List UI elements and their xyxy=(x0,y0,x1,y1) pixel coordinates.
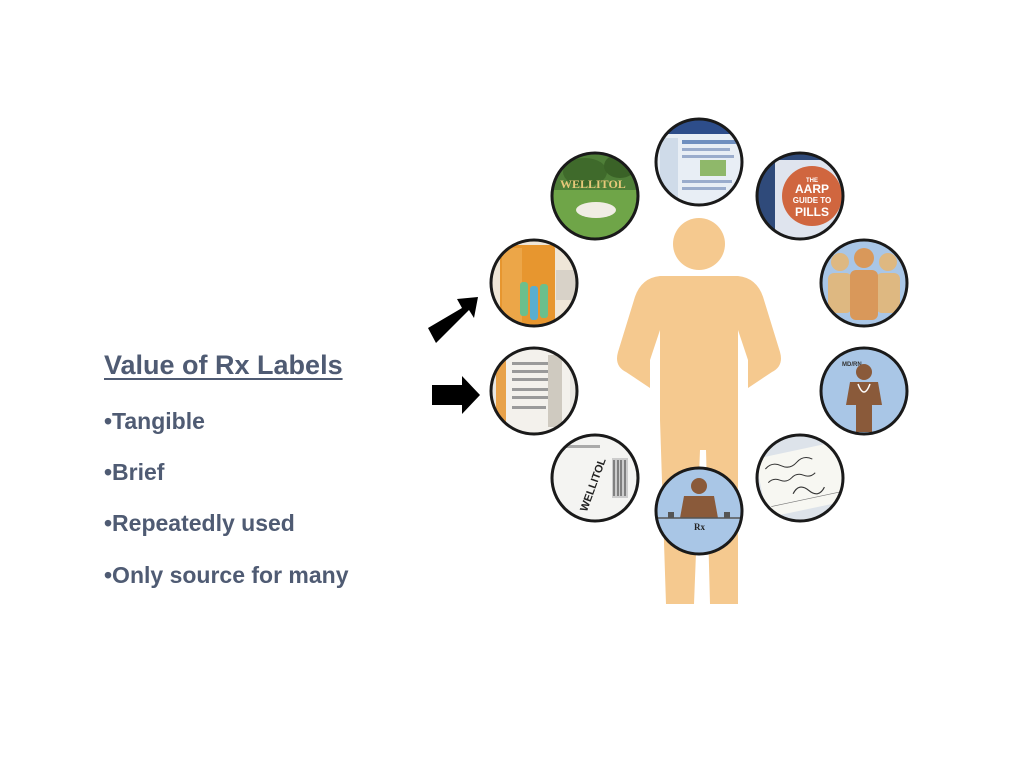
aarp-title-text: AARP xyxy=(795,182,829,196)
bullet-brief: •Brief xyxy=(104,459,165,485)
rx-symbol-text: Rx xyxy=(694,522,705,532)
aarp-the-text: THE xyxy=(806,178,818,184)
wellitol-ad-text: WELLITOL xyxy=(560,177,626,191)
wellitol-leaflet-thumbnail: WELLITOL xyxy=(550,433,640,523)
arrow-diagonal-icon xyxy=(428,297,478,343)
bullet-repeatedly-used: •Repeatedly used xyxy=(104,510,295,536)
handwritten-prescription-thumbnail xyxy=(755,433,845,523)
doctor-thumbnail: MD/RN xyxy=(819,346,909,436)
bullet-tangible: •Tangible xyxy=(104,408,205,434)
aarp-pills-text: PILLS xyxy=(795,205,829,219)
slide-heading: Value of Rx Labels xyxy=(104,350,343,380)
family-group-thumbnail xyxy=(819,238,909,328)
wellitol-ad-thumbnail: WELLITOL xyxy=(550,151,640,241)
aarp-guide-book-thumbnail: THE AARP GUIDE TO PILLS xyxy=(755,151,845,241)
pharmacist-counter-thumbnail: Rx xyxy=(654,466,744,556)
pill-bottle-thumbnail xyxy=(489,238,579,328)
bottle-label-thumbnail xyxy=(489,346,579,436)
aarp-guide-text: GUIDE TO xyxy=(793,196,832,205)
md-rn-label: MD/RN xyxy=(842,362,862,368)
arrow-right-icon xyxy=(432,376,480,414)
bullet-only-source: •Only source for many xyxy=(104,562,349,588)
person-figure xyxy=(617,218,781,604)
fda-website-thumbnail xyxy=(654,117,744,207)
